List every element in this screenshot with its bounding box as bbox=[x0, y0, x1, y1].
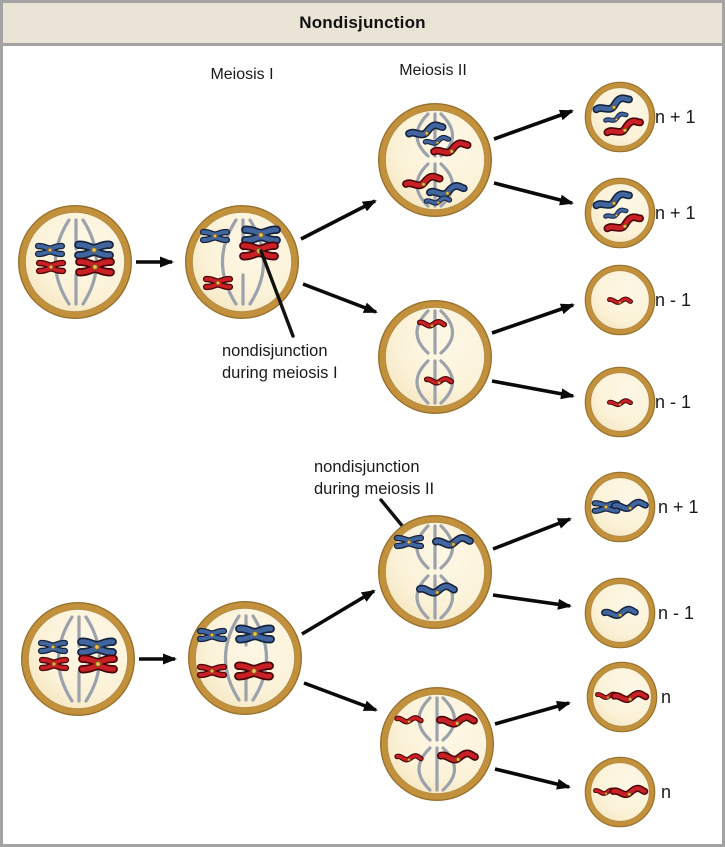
gamete-label: n - 1 bbox=[658, 603, 694, 623]
meiosis-ii-header: Meiosis II bbox=[399, 62, 467, 79]
arrow bbox=[492, 593, 572, 610]
arrow bbox=[492, 517, 572, 551]
meiosis2-nondisjunction-cell bbox=[379, 516, 492, 629]
annotation-line1: nondisjunction bbox=[314, 458, 420, 476]
arrow bbox=[303, 681, 378, 712]
annotation-meiosis2: nondisjunction during meiosis II bbox=[314, 458, 434, 498]
gamete-n-minus-1 bbox=[585, 265, 654, 334]
arrow bbox=[491, 303, 575, 335]
gamete-label: n + 1 bbox=[655, 107, 696, 127]
gamete-label: n + 1 bbox=[658, 497, 699, 517]
arrow bbox=[491, 379, 575, 400]
gamete-n-minus-1 bbox=[585, 367, 654, 436]
arrow bbox=[301, 589, 376, 636]
gamete-label: n + 1 bbox=[655, 203, 696, 223]
parent-cell-meiosis2 bbox=[22, 603, 135, 716]
gamete-n-plus-1 bbox=[585, 82, 654, 151]
annotation-line2: during meiosis I bbox=[222, 364, 338, 382]
annotation-pointer-line bbox=[259, 249, 295, 338]
gamete-n bbox=[587, 662, 656, 731]
arrow bbox=[493, 109, 574, 141]
gamete-label: n bbox=[661, 687, 671, 707]
figure-title-bar: Nondisjunction bbox=[3, 3, 722, 46]
meiosis-i-header: Meiosis I bbox=[210, 66, 273, 83]
arrow bbox=[494, 767, 571, 790]
meiosis2-cell-monosomic bbox=[379, 301, 492, 414]
gamete-label: n bbox=[661, 782, 671, 802]
gamete-n-minus-1 bbox=[585, 578, 654, 647]
arrow bbox=[302, 282, 378, 314]
arrow bbox=[493, 181, 574, 206]
arrow bbox=[300, 199, 377, 241]
meiosis1-normal-cell bbox=[189, 602, 302, 715]
annotation-line2: during meiosis II bbox=[314, 480, 434, 498]
annotation-meiosis1: nondisjunction during meiosis I bbox=[222, 342, 338, 382]
gamete-label: n - 1 bbox=[655, 392, 691, 412]
figure-title: Nondisjunction bbox=[299, 13, 426, 32]
diagram-canvas: Meiosis I Meiosis II bbox=[3, 62, 699, 844]
meiosis2-normal-cell bbox=[381, 688, 494, 801]
pathway-meiosis1-nondisjunction: nondisjunction during meiosis I bbox=[19, 82, 696, 436]
annotation-line1: nondisjunction bbox=[222, 342, 328, 360]
gamete-n bbox=[585, 757, 654, 826]
gamete-n-plus-1 bbox=[585, 472, 654, 541]
gamete-n-plus-1 bbox=[585, 178, 654, 247]
pathway-meiosis2-nondisjunction: nondisjunction during meiosis II bbox=[22, 458, 699, 827]
gamete-label: n - 1 bbox=[655, 290, 691, 310]
parent-cell-meiosis1 bbox=[19, 206, 132, 319]
arrow bbox=[494, 700, 571, 726]
meiosis2-cell-trisomic bbox=[379, 104, 492, 217]
